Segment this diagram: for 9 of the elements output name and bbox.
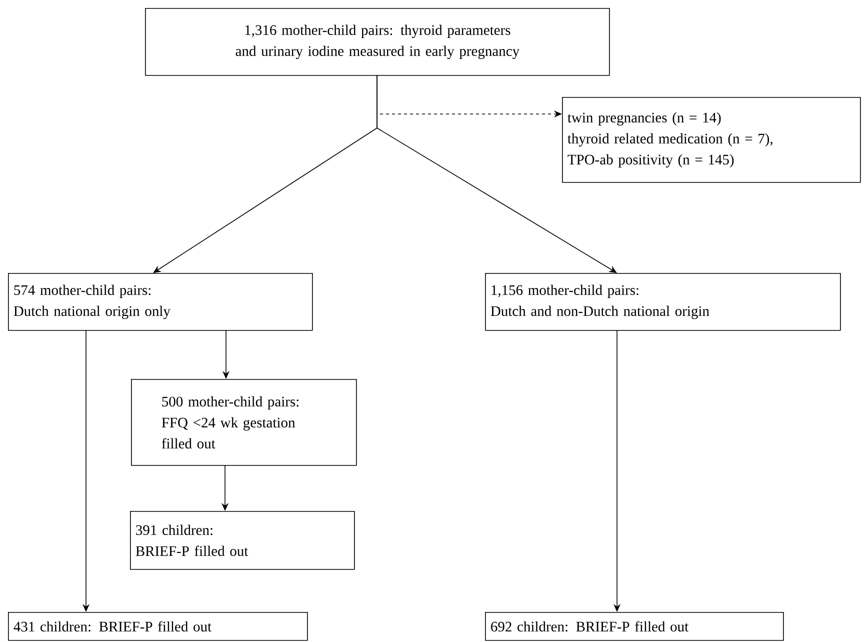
flow-box: 431 children: BRIEF-P filled out [8,612,308,641]
flow-box: twin pregnancies (n = 14) thyroid related medication (n = 7), TPO-ab positivity (n = 145) [562,97,861,183]
flow-box: 391 children: BRIEF-P filled out [130,511,355,570]
flow-box: 1,316 mother-child pairs: thyroid parameters and urinary iodine measured in early pregnancy [145,8,610,76]
arrow [376,74,617,273]
flow-box: 500 mother-child pairs: FFQ <24 wk gestation filled out [131,379,357,466]
flow-box: 574 mother-child pairs: Dutch national origin only [8,273,313,331]
flow-box: 1,156 mother-child pairs: Dutch and non-Dutch national origin [485,273,841,331]
flow-box: 692 children: BRIEF-P filled out [485,612,784,641]
